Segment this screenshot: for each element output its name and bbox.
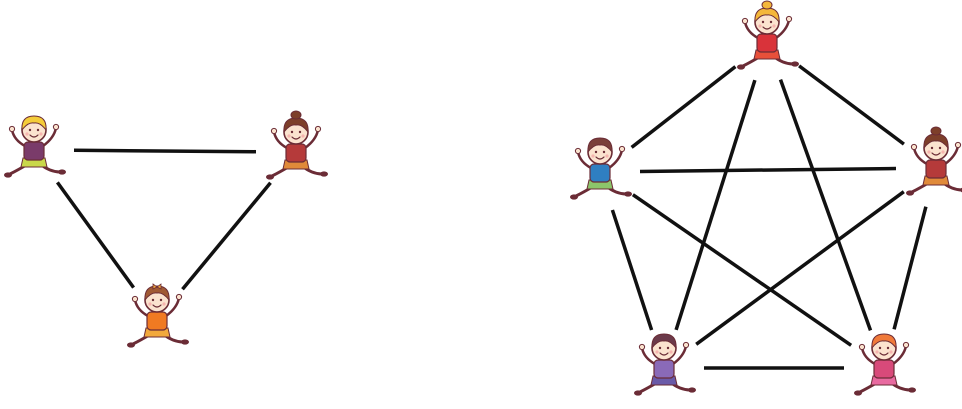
jumping-kid-icon (634, 333, 696, 396)
jumping-kid-icon (4, 115, 66, 178)
jumping-kid-icon (906, 126, 962, 196)
jumping-kid-icon (266, 110, 328, 180)
edge-blond-boy-orange-girl (55, 181, 136, 289)
edge-top-girl-bottom-left-boy (674, 79, 757, 331)
edge-top-girl-bottom-right-girl (778, 79, 873, 331)
jumping-kid-icon (127, 283, 189, 348)
jumping-kid-icon (570, 137, 632, 200)
edge-right-girl-bottom-left-boy (695, 190, 905, 346)
edge-right-girl-bottom-right-girl (892, 206, 928, 330)
jumping-kid-icon (854, 333, 916, 396)
edge-left-boy-bottom-right-girl (631, 193, 853, 347)
edge-brunette-girl-orange-girl (181, 181, 272, 291)
edge-blond-boy-brunette-girl (73, 148, 257, 154)
nodes-layer (4, 0, 962, 396)
edge-top-girl-right-girl (798, 64, 905, 146)
edge-left-boy-right-girl (639, 166, 897, 174)
edge-top-girl-left-boy (630, 65, 737, 149)
edges-layer (55, 64, 928, 370)
jumping-kid-icon (737, 0, 799, 70)
edge-left-boy-bottom-left-boy (610, 209, 654, 331)
